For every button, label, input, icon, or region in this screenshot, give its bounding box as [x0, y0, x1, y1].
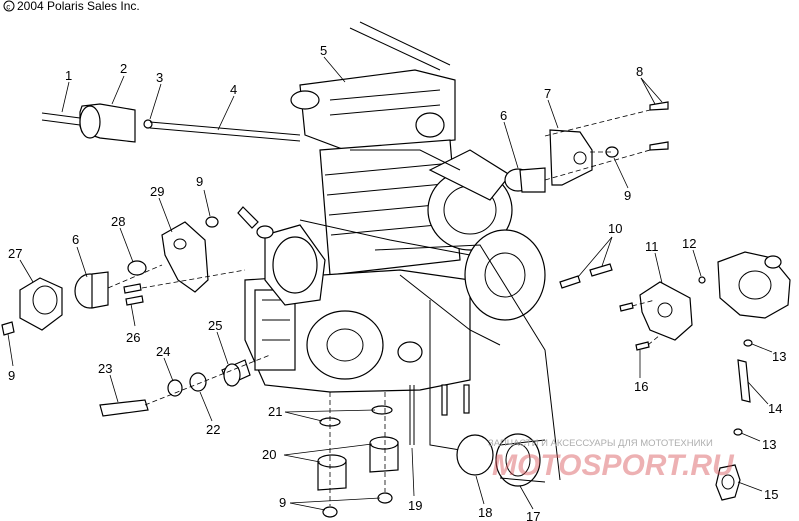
engine-assembly — [237, 21, 561, 481]
callout-24: 24 — [156, 344, 170, 359]
callout-10: 10 — [608, 221, 622, 236]
callout-12: 12 — [682, 236, 696, 251]
callout-17: 17 — [526, 509, 540, 521]
callout-26: 26 — [126, 330, 140, 345]
callout-6-left: 6 — [72, 232, 79, 247]
callout-21: 21 — [268, 404, 282, 419]
callout-27: 27 — [8, 246, 22, 261]
callout-8: 8 — [636, 64, 643, 79]
rod-canister-assembly — [41, 103, 301, 143]
thermostat-housing-assembly — [619, 251, 791, 351]
callout-1: 1 — [65, 68, 72, 83]
copyright-text: 2004 Polaris Sales Inc. — [17, 0, 140, 13]
callout-19: 19 — [408, 498, 422, 513]
callout-3: 3 — [156, 70, 163, 85]
watermark-subtitle: ЗАПЧАСТИ И АКСЕССУАРЫ ДЛЯ МОТОТЕХНИКИ — [488, 438, 713, 449]
fitting-assembly-right — [715, 339, 753, 501]
bolt-set-10 — [559, 263, 613, 289]
callout-16: 16 — [634, 379, 648, 394]
callout-25: 25 — [208, 318, 222, 333]
callout-6-right: 6 — [500, 108, 507, 123]
callout-28: 28 — [111, 214, 125, 229]
callout-9-left: 9 — [8, 368, 15, 383]
callout-14: 14 — [768, 401, 782, 416]
callout-18: 18 — [478, 505, 492, 520]
left-mount-assembly — [1, 216, 246, 336]
callout-2: 2 — [120, 61, 127, 76]
callout-13-lower: 13 — [762, 437, 776, 452]
callout-11: 11 — [645, 239, 659, 254]
callout-22: 22 — [206, 422, 220, 437]
leader-lines — [7, 56, 773, 511]
callout-15: 15 — [764, 487, 778, 502]
callout-29: 29 — [150, 184, 164, 199]
svg-text:c: c — [6, 3, 10, 12]
callout-4: 4 — [230, 82, 237, 97]
callout-23: 23 — [98, 361, 112, 376]
front-mount-assembly — [99, 354, 271, 417]
callout-labels: 1 2 3 4 5 6 7 8 9 10 11 12 13 14 13 15 1… — [8, 43, 786, 521]
watermark: ЗАПЧАСТИ И АКСЕССУАРЫ ДЛЯ МОТОТЕХНИКИ MO… — [488, 438, 735, 482]
boot-clamp-assembly — [456, 433, 546, 487]
callout-9-bottom: 9 — [279, 495, 286, 510]
callout-5: 5 — [320, 43, 327, 58]
watermark-brand: MOTOSPORT.RU — [492, 449, 735, 482]
callout-9-top-left: 9 — [196, 174, 203, 189]
upper-mount-assembly — [504, 101, 669, 193]
bottom-mount-assembly — [317, 392, 399, 518]
copyright-icon: c — [3, 0, 15, 12]
callout-7: 7 — [544, 86, 551, 101]
callout-13-upper: 13 — [772, 349, 786, 364]
callout-9-right: 9 — [624, 188, 631, 203]
callout-20: 20 — [262, 447, 276, 462]
